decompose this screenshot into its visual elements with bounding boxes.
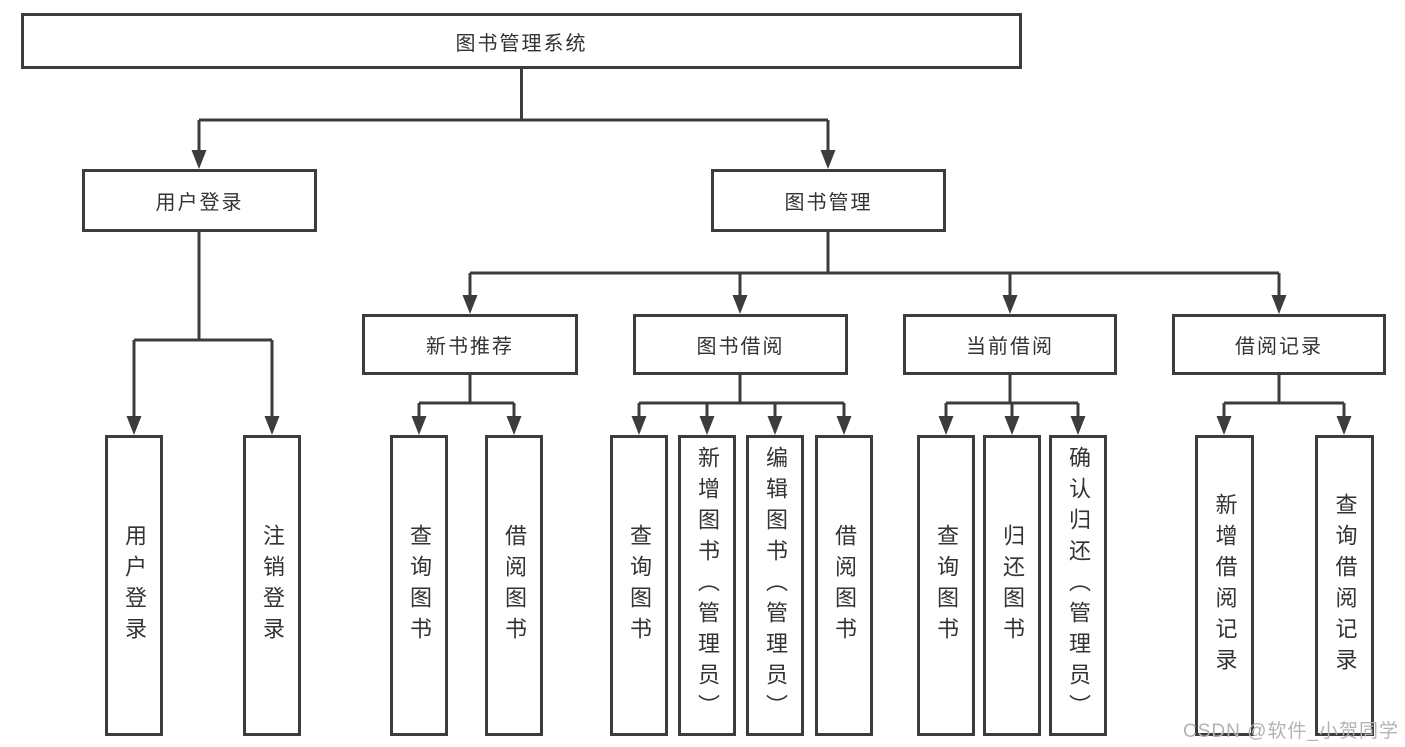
node-current-borrowing: 当前借阅 bbox=[903, 314, 1117, 375]
leaf-logout: 注销登录 bbox=[243, 435, 301, 736]
node-label: 查询图书 bbox=[627, 523, 652, 648]
node-label: 查询图书 bbox=[934, 523, 959, 648]
node-book-borrowing: 图书借阅 bbox=[633, 314, 848, 375]
leaf-add-books-admin: 新增图书（管理员） bbox=[678, 435, 736, 736]
node-label: 图书管理系统 bbox=[455, 32, 588, 55]
node-label: 编辑图书（管理员） bbox=[763, 446, 788, 725]
node-label: 借阅图书 bbox=[502, 523, 527, 648]
node-label: 图书借阅 bbox=[696, 336, 785, 358]
node-label: 新增图书（管理员） bbox=[695, 446, 720, 725]
leaf-borrow-books-recommend: 借阅图书 bbox=[485, 435, 543, 736]
leaf-borrow-books-borrowing: 借阅图书 bbox=[815, 435, 873, 736]
leaf-add-borrow-record: 新增借阅记录 bbox=[1195, 435, 1254, 736]
connector-bookmgmt-to-level3 bbox=[468, 232, 1281, 297]
leaf-query-borrow-record: 查询借阅记录 bbox=[1315, 435, 1374, 736]
leaf-query-books-current: 查询图书 bbox=[917, 435, 975, 736]
node-label: 查询图书 bbox=[407, 523, 432, 648]
node-label: 借阅图书 bbox=[832, 523, 857, 648]
node-user-login: 用户登录 bbox=[82, 169, 317, 232]
node-label: 借阅记录 bbox=[1235, 336, 1323, 358]
leaf-user-login: 用户登录 bbox=[105, 435, 163, 736]
node-new-book-recommend: 新书推荐 bbox=[362, 314, 578, 375]
leaf-confirm-return-admin: 确认归还（管理员） bbox=[1049, 435, 1107, 736]
node-label: 归还图书 bbox=[1000, 523, 1025, 648]
connector-borrowing-to-leaves bbox=[637, 375, 846, 418]
csdn-watermark: CSDN @软件_小贺同学 bbox=[1183, 721, 1399, 742]
connector-records-to-leaves bbox=[1222, 375, 1346, 418]
node-label: 用户登录 bbox=[155, 192, 244, 214]
node-label: 图书管理 bbox=[784, 192, 873, 214]
node-label: 当前借阅 bbox=[966, 336, 1054, 358]
connector-current-to-leaves bbox=[944, 375, 1080, 418]
connector-root-to-level2 bbox=[197, 69, 830, 152]
leaf-edit-books-admin: 编辑图书（管理员） bbox=[746, 435, 804, 736]
leaf-return-books: 归还图书 bbox=[983, 435, 1041, 736]
node-label: 新增借阅记录 bbox=[1212, 492, 1238, 679]
node-label: 用户登录 bbox=[122, 523, 147, 648]
node-borrowing-records: 借阅记录 bbox=[1172, 314, 1386, 375]
node-library-management-system: 图书管理系统 bbox=[21, 13, 1022, 69]
node-book-management: 图书管理 bbox=[711, 169, 946, 232]
node-label: 确认归还（管理员） bbox=[1066, 446, 1091, 725]
connector-recommend-to-leaves bbox=[417, 375, 516, 418]
connector-userlogin-to-leaves bbox=[132, 232, 274, 418]
arrowheads bbox=[126, 150, 1352, 435]
leaf-query-books-borrowing: 查询图书 bbox=[610, 435, 668, 736]
node-label: 新书推荐 bbox=[426, 336, 514, 358]
node-label: 注销登录 bbox=[260, 523, 285, 648]
leaf-query-books-recommend: 查询图书 bbox=[390, 435, 448, 736]
node-label: 查询借阅记录 bbox=[1332, 492, 1358, 679]
